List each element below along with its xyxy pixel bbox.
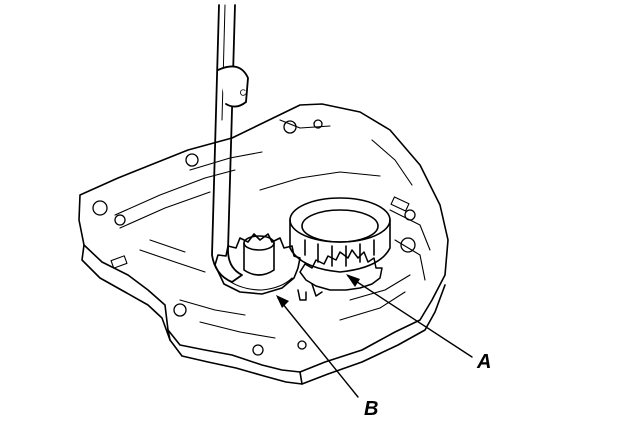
gear-a	[299, 249, 383, 291]
gear-shaft	[243, 235, 275, 276]
arrow-head-b	[276, 295, 289, 308]
gear-b	[214, 233, 301, 295]
housing-channels	[110, 119, 431, 339]
locking-tab	[297, 283, 323, 301]
leader-line-b	[277, 297, 359, 398]
bolt-holes	[92, 119, 416, 356]
tool-mark-label: C	[239, 87, 247, 98]
leader-lines	[277, 275, 473, 398]
leader-line-a	[347, 275, 473, 358]
arrow-head-a	[346, 274, 360, 287]
pry-bar-tool	[211, 4, 249, 283]
callout-b: B	[364, 398, 379, 420]
splined-hub	[289, 197, 391, 273]
callout-a: A	[477, 351, 492, 373]
housing-body	[78, 103, 449, 385]
leader-arrows	[276, 274, 360, 308]
